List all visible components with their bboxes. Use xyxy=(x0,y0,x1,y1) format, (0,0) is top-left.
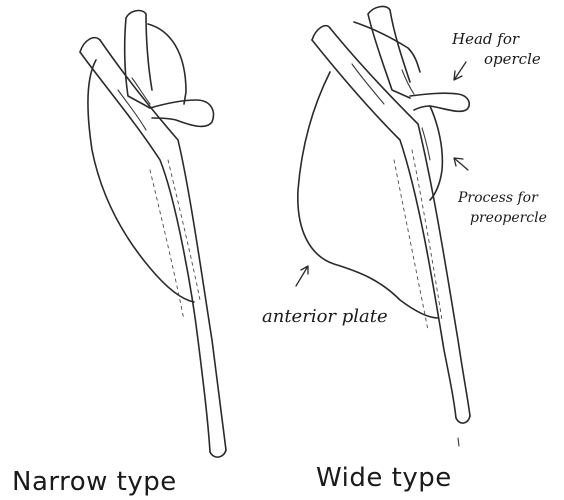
narrow-type-bone xyxy=(80,11,226,458)
caption-wide-type: Wide type xyxy=(316,463,452,493)
narrow-shaft-right-edge xyxy=(100,40,226,450)
wide-opercle-head xyxy=(410,93,469,111)
label-head-for-opercle-line1: Head for xyxy=(451,30,520,48)
narrow-shaft-top-cap xyxy=(80,38,100,52)
narrow-shaft-left-edge xyxy=(80,52,210,452)
narrow-shading-1 xyxy=(150,170,184,320)
wide-bottom-tick xyxy=(458,438,459,446)
wide-second-rod xyxy=(368,7,410,98)
wide-shading-1 xyxy=(394,160,428,330)
arrow-to-opercle-head xyxy=(454,62,466,80)
label-process-for-preopercle-line2: preopercle xyxy=(470,210,547,226)
narrow-second-rod xyxy=(125,11,152,108)
wide-shaft-bottom-cap xyxy=(456,416,470,423)
wide-shading-2 xyxy=(412,150,442,320)
label-head-for-opercle-line2: opercle xyxy=(484,50,541,68)
narrow-opercle-head xyxy=(150,100,213,126)
caption-narrow-type: Narrow type xyxy=(12,467,177,497)
narrow-shaft-bottom-cap xyxy=(210,450,226,457)
wide-shaft-top-cap xyxy=(312,26,330,40)
wide-type-bone xyxy=(298,7,470,424)
label-anterior-plate: anterior plate xyxy=(262,306,388,327)
wide-upper-plate-edge xyxy=(354,22,420,72)
wide-shaft-left-edge xyxy=(312,40,456,418)
arrow-to-anterior-plate xyxy=(296,266,308,286)
narrow-plate-outline xyxy=(88,24,194,302)
arrow-to-preopercle-process xyxy=(454,158,468,170)
label-process-for-preopercle-line1: Process for xyxy=(457,190,539,206)
